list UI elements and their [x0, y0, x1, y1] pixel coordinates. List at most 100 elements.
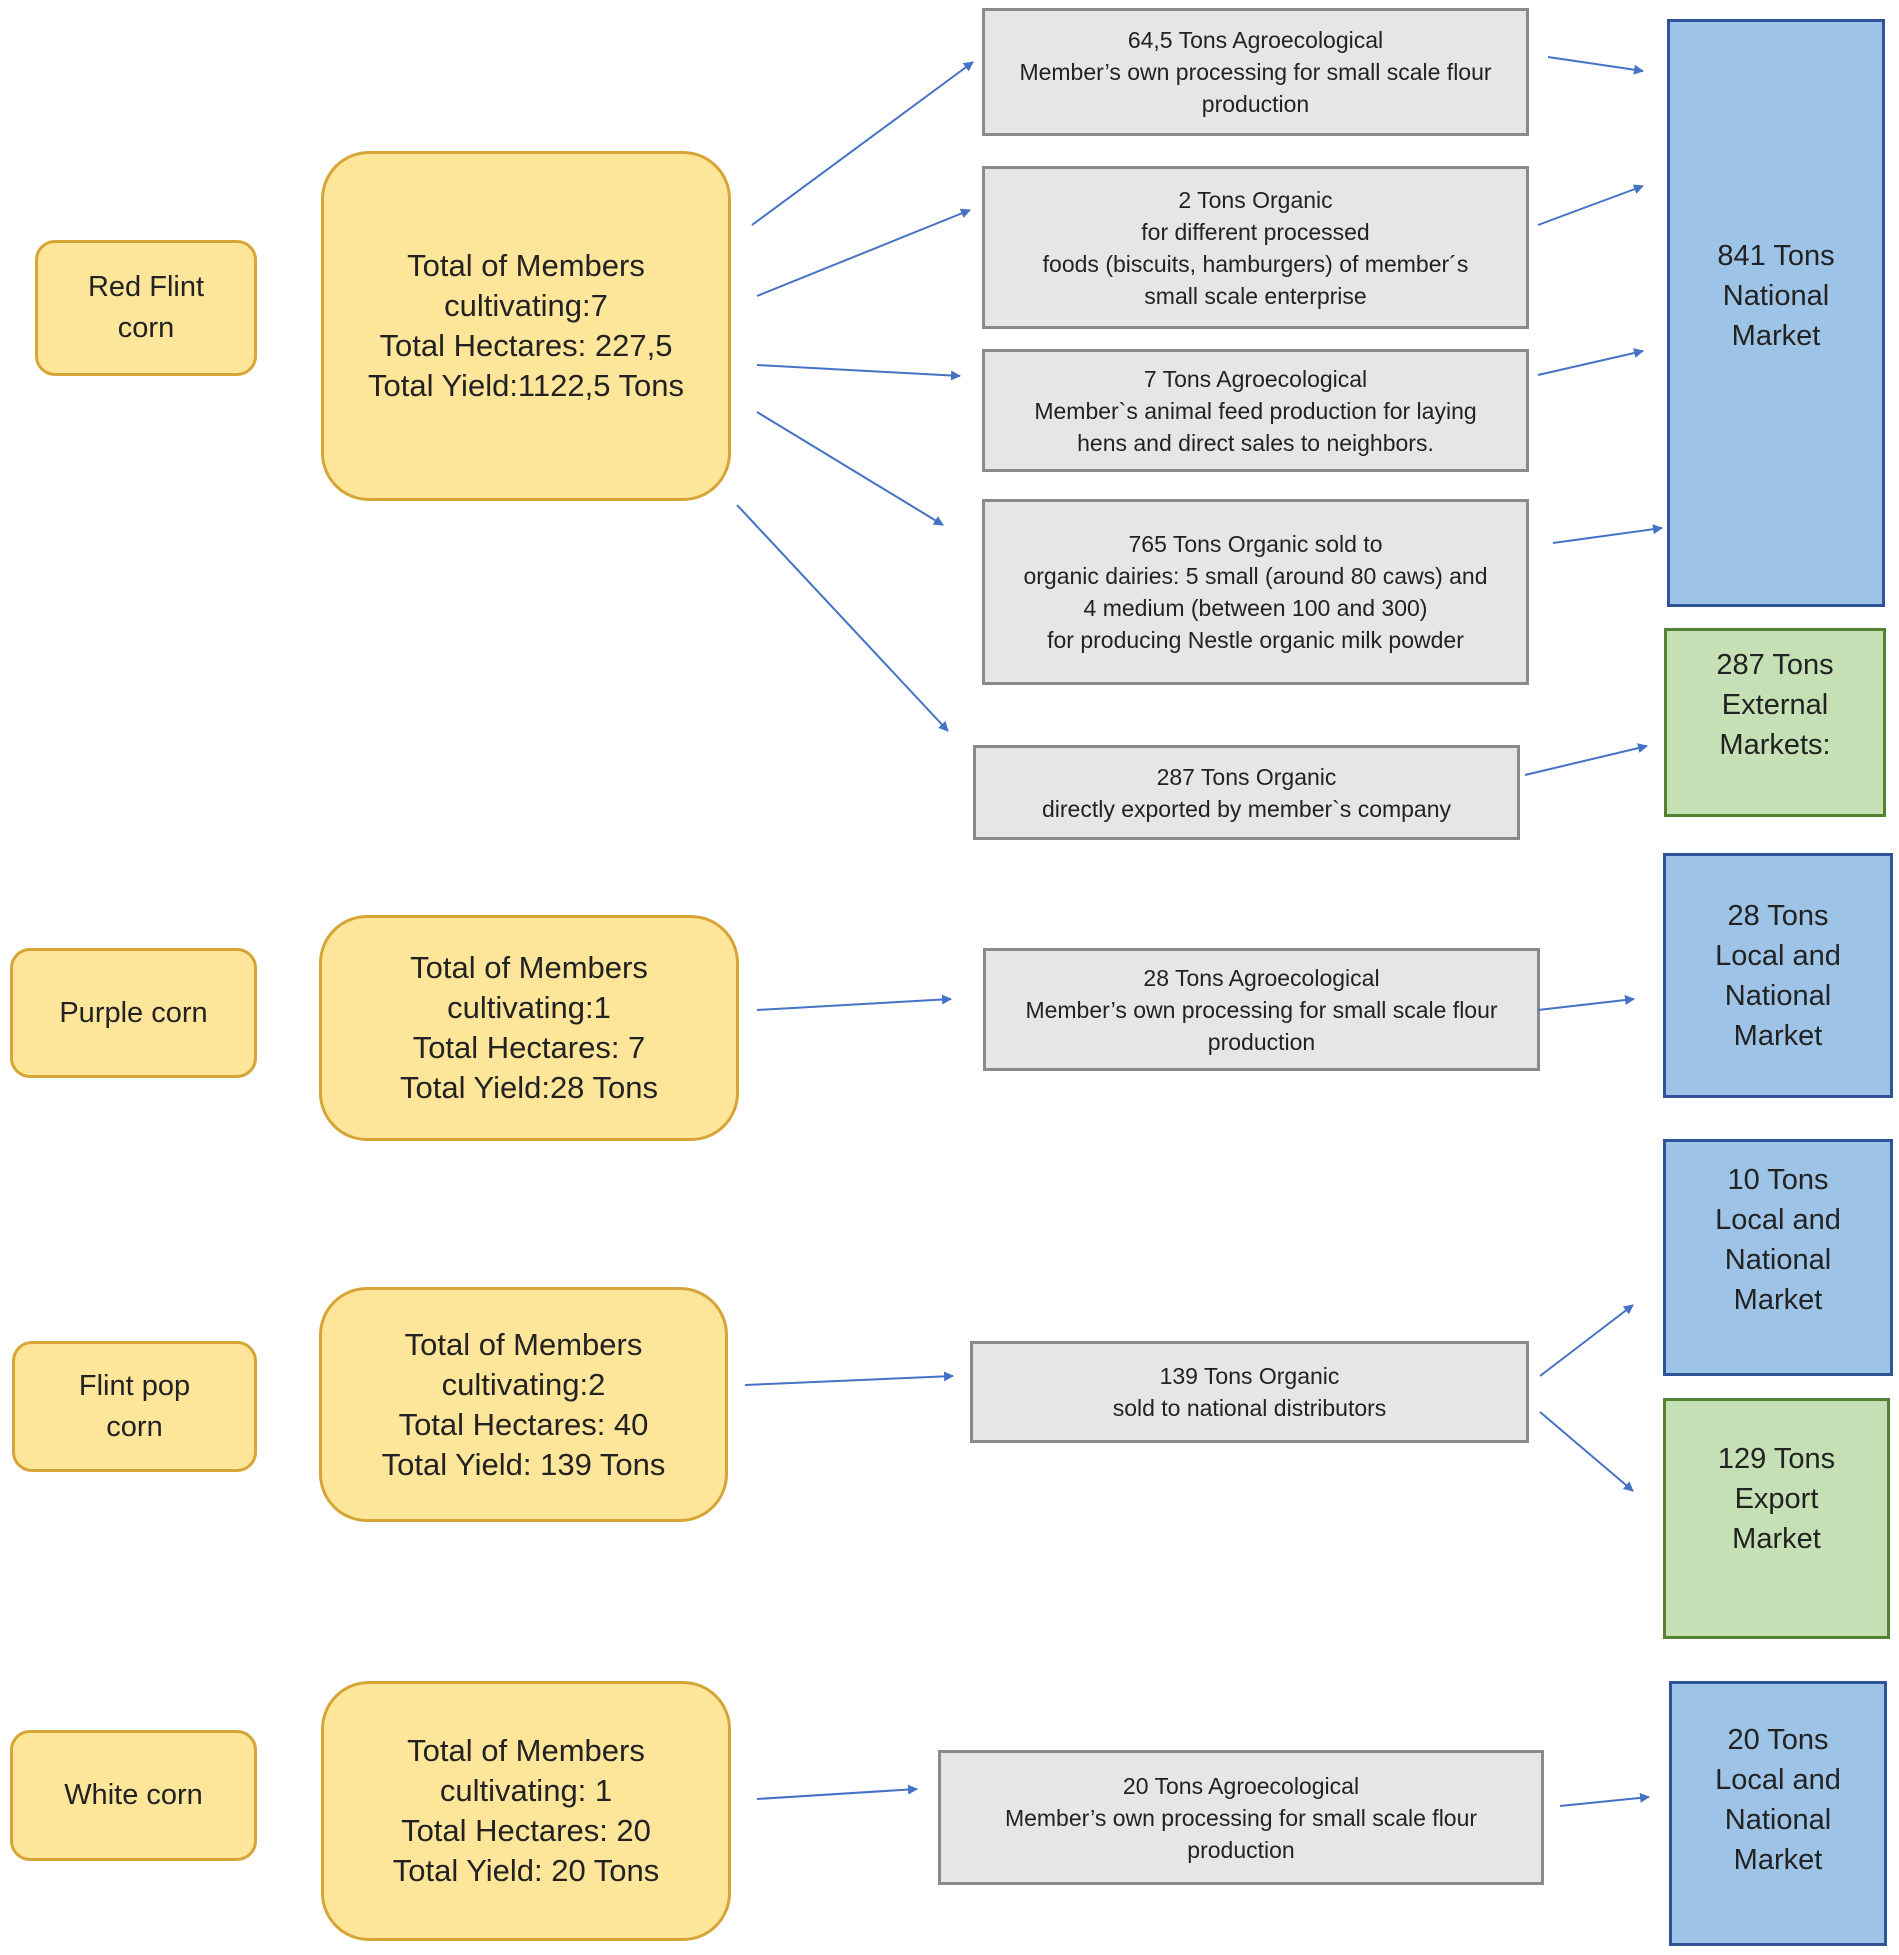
arrow-summary-to-dairies [756, 411, 944, 526]
node-text-line: White corn [64, 1779, 203, 1811]
node-text-line: Total Hectares: 20 [401, 1813, 651, 1848]
node-text-line: Markets: [1719, 729, 1831, 761]
node-text-line: Member`s animal feed production for layi… [1034, 397, 1477, 424]
arrow-dairies-to-national [1552, 524, 1663, 544]
node-text-line: Market [1733, 1844, 1823, 1876]
arrow-purple-summary-to-flour [756, 994, 952, 1011]
node-text-line: 10 Tons [1727, 1164, 1829, 1196]
node-text-line: External [1721, 689, 1829, 721]
arrow-white-flour-to-market [1559, 1792, 1650, 1807]
node-text-line: production [1187, 1836, 1295, 1863]
crop-white-corn: White corn [10, 1730, 257, 1861]
node-text-line: Total of Members [404, 1326, 643, 1362]
node-text-line: corn [117, 312, 175, 344]
arrow-distributors-to-export [1539, 1411, 1634, 1492]
process-direct-export: 287 Tons Organic directly exported by mem… [973, 745, 1520, 840]
node-text-line: cultivating:1 [447, 990, 611, 1025]
node-text-line: Member’s own processing for small scale … [1025, 996, 1498, 1023]
crop-flint-pop-corn: Flint pop corn [12, 1341, 257, 1472]
node-text-line: Total Yield: 139 Tons [381, 1446, 666, 1482]
node-text-line: for producing Nestle organic milk powder [1047, 627, 1464, 653]
node-text-line: Market [1733, 1284, 1823, 1316]
arrow-summary-to-animal-feed [756, 364, 961, 381]
node-text-line: for different processed [1141, 218, 1370, 245]
node-text-line: Total Hectares: 7 [412, 1030, 646, 1065]
arrow-direct-export-to-external [1524, 743, 1648, 776]
arrow-pop-summary-to-distributors [744, 1371, 954, 1386]
arrow-flour-to-national [1547, 56, 1644, 75]
node-text-line: sold to national distributors [1112, 1395, 1387, 1421]
node-text-line: Local and [1715, 1764, 1841, 1796]
node-text-line: Market [1732, 1523, 1821, 1555]
node-text-line: 129 Tons [1717, 1443, 1836, 1475]
node-text-line: hens and direct sales to neighbors. [1077, 429, 1434, 456]
node-text-line: Total of Members [407, 248, 645, 283]
node-text-line: Local and [1715, 939, 1841, 972]
node-text-line: National [1722, 280, 1830, 312]
node-text-line: Flint pop [78, 1369, 191, 1402]
node-text-line: Red Flint [87, 271, 205, 303]
node-text-line: Purple corn [59, 996, 208, 1029]
node-text-line: Total Yield:28 Tons [400, 1070, 658, 1105]
node-text-line: 287 Tons [1716, 649, 1834, 681]
summary-white-corn: Total of Members cultivating: 1 Total Hect… [321, 1681, 731, 1941]
node-text-line: 287 Tons Organic [1156, 763, 1337, 790]
node-text-line: cultivating:7 [444, 288, 608, 323]
arrow-processed-foods-to-national [1537, 184, 1644, 226]
node-text-line: 4 medium (between 100 and 300) [1083, 595, 1428, 621]
crop-purple-corn: Purple corn [10, 948, 257, 1078]
node-text-line: Market [1733, 1019, 1823, 1052]
node-text-line: Member’s own processing for small scale … [1004, 1804, 1478, 1831]
node-text-line: Total Hectares: 227,5 [379, 328, 673, 363]
node-text-line: Total of Members [410, 950, 648, 985]
node-text-line: 765 Tons Organic sold to [1128, 531, 1383, 557]
node-text-line: cultivating:2 [441, 1366, 606, 1402]
node-text-line: 7 Tons Agroecological [1143, 365, 1368, 392]
node-text-line: 2 Tons Organic [1178, 186, 1333, 213]
arrow-distributors-to-local-national [1539, 1304, 1634, 1377]
process-processed-foods: 2 Tons Organic for different processed foo… [982, 166, 1529, 329]
node-text-line: Total Hectares: 40 [398, 1406, 649, 1442]
node-text-line: corn [106, 1410, 163, 1443]
node-text-line: National [1724, 979, 1832, 1012]
node-text-line: production [1201, 91, 1310, 117]
node-text-line: Total Yield: 20 Tons [392, 1853, 660, 1888]
node-text-line: Member’s own processing for small scale … [1019, 59, 1492, 85]
node-text-line: 20 Tons [1727, 1724, 1829, 1756]
node-text-line: National [1724, 1244, 1832, 1276]
node-text-line: 28 Tons [1727, 899, 1829, 932]
node-text-line: Market [1731, 320, 1821, 352]
node-text-line: Local and [1715, 1204, 1841, 1236]
node-text-line: directly exported by member`s company [1041, 795, 1452, 822]
arrow-summary-to-flour [751, 61, 974, 226]
node-text-line: 64,5 Tons Agroecological [1127, 27, 1384, 53]
node-text-line: Total of Members [407, 1733, 645, 1768]
node-text-line: Total Yield:1122,5 Tons [368, 368, 684, 403]
arrow-white-summary-to-flour [756, 1784, 918, 1800]
node-text-line: cultivating: 1 [439, 1773, 613, 1808]
node-text-line: small scale enterprise [1144, 282, 1367, 309]
node-text-line: production [1207, 1028, 1316, 1055]
arrow-summary-to-direct-export [736, 504, 949, 732]
node-text-line: Export [1734, 1483, 1819, 1515]
crop-red-flint-corn: Red Flint corn [35, 240, 257, 376]
node-text-line: foods (biscuits, hamburgers) of member´s [1042, 250, 1469, 277]
node-text-line: 28 Tons Agroecological [1143, 964, 1380, 991]
node-text-line: 841 Tons [1717, 240, 1835, 272]
node-text-line: 20 Tons Agroecological [1122, 1772, 1360, 1799]
